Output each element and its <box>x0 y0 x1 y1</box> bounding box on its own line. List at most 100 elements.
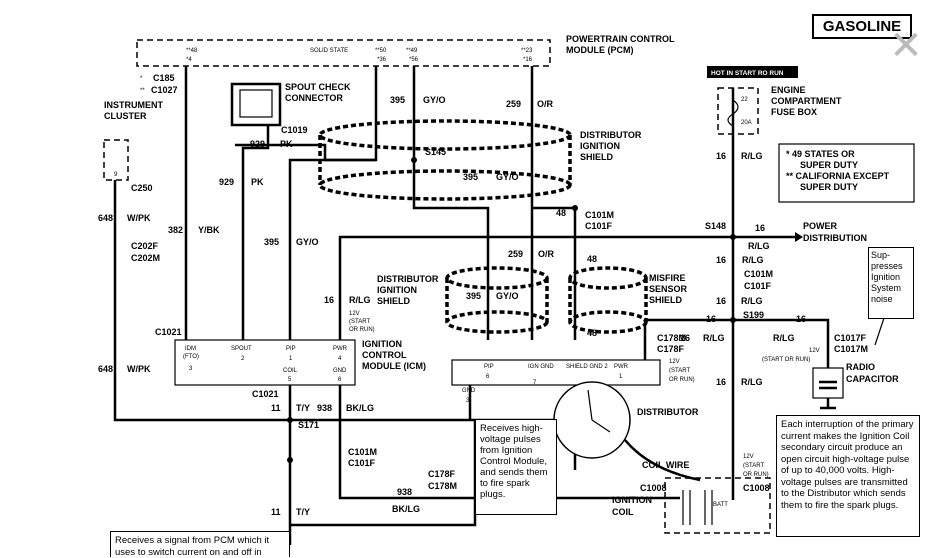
hot-label: HOT IN START RO RUN <box>711 70 784 77</box>
legend-line: SUPER DUTY <box>800 160 858 170</box>
svg-text:6: 6 <box>486 374 490 380</box>
fuse-box-label: COMPARTMENT <box>771 96 842 106</box>
svg-text:938: 938 <box>317 403 332 413</box>
interruption-note: Each interruption of the primary current… <box>776 415 920 537</box>
start-run-label: 12V <box>743 454 754 460</box>
svg-text:395: 395 <box>466 291 481 301</box>
legend-line: SUPER DUTY <box>800 182 858 192</box>
svg-text:16: 16 <box>716 377 726 387</box>
connector-label: C250 <box>131 183 153 193</box>
svg-text:PWR: PWR <box>333 346 348 352</box>
svg-text:SPOUT: SPOUT <box>231 346 252 352</box>
svg-text:C101F: C101F <box>744 281 772 291</box>
pcm-pin: **23 <box>521 48 533 54</box>
coil-label: COIL <box>612 507 634 517</box>
spout-check-connector <box>230 82 282 127</box>
svg-text:648: 648 <box>98 213 113 223</box>
icm-label: IGNITION <box>362 339 402 349</box>
pcm-signal-note: Receives a signal from PCM which it uses… <box>110 531 290 558</box>
svg-text:C178M: C178M <box>428 481 457 491</box>
svg-text:T/Y: T/Y <box>296 403 310 413</box>
svg-text:PK: PK <box>280 139 293 149</box>
svg-text:C1017M: C1017M <box>834 344 868 354</box>
coil-label: IGNITION <box>612 495 652 505</box>
svg-text:C1008: C1008 <box>640 483 667 493</box>
svg-text:1: 1 <box>619 374 623 380</box>
svg-text:C178F: C178F <box>657 344 685 354</box>
svg-text:11: 11 <box>271 403 281 413</box>
close-icon: ✕ <box>889 24 923 68</box>
svg-text:395: 395 <box>463 172 478 182</box>
spout-label-1: SPOUT CHECK <box>285 82 351 92</box>
svg-text:GY/O: GY/O <box>423 95 446 105</box>
svg-text:3: 3 <box>189 366 193 372</box>
connector-label: C202F <box>131 241 159 251</box>
svg-text:48: 48 <box>587 254 597 264</box>
fuse-box-label: ENGINE <box>771 85 806 95</box>
svg-text:16: 16 <box>706 314 716 324</box>
svg-text:IDM: IDM <box>185 346 196 352</box>
high-voltage-note: Receives high-voltage pulses from Igniti… <box>475 419 557 515</box>
svg-text:PWR: PWR <box>614 364 629 370</box>
cluster-pin: 9 <box>114 172 118 178</box>
svg-text:R/LG: R/LG <box>741 296 763 306</box>
fuse-box-label: FUSE BOX <box>771 107 817 117</box>
svg-text:R/LG: R/LG <box>741 151 763 161</box>
arrow-right-icon <box>795 232 803 242</box>
svg-text:C101M: C101M <box>744 269 773 279</box>
fuse-amps: 20A <box>741 120 752 126</box>
shield-top <box>318 119 572 201</box>
svg-text:PK: PK <box>251 177 264 187</box>
svg-text:O/R: O/R <box>537 99 554 109</box>
svg-text:16: 16 <box>716 296 726 306</box>
close-button[interactable]: ✕ <box>886 26 926 66</box>
svg-text:C1008: C1008 <box>743 483 770 493</box>
splice-labels: S145 C101M C101F S148 C101M C101F S199 C… <box>155 147 868 493</box>
radio-cap-label: CAPACITOR <box>846 374 899 384</box>
connector-label: C1027 <box>151 85 178 95</box>
svg-text:938: 938 <box>397 487 412 497</box>
start-run-label: (START <box>743 463 764 469</box>
legend-mark: * <box>140 76 143 82</box>
svg-text:IGN GND: IGN GND <box>528 364 554 370</box>
shield-mid-label: DISTRIBUTOR <box>377 274 439 284</box>
svg-text:BK/LG: BK/LG <box>346 403 374 413</box>
start-run-label: OR RUN) <box>743 472 769 478</box>
svg-text:C1021: C1021 <box>155 327 182 337</box>
svg-text:16: 16 <box>324 295 334 305</box>
shield-mid-label: SHIELD <box>377 296 411 306</box>
icm-label: MODULE (ICM) <box>362 361 426 371</box>
svg-text:S199: S199 <box>743 310 764 320</box>
start-run-label: OR RUN) <box>349 327 375 333</box>
svg-text:Y/BK: Y/BK <box>198 225 220 235</box>
pcm-pin: **50 <box>375 48 387 54</box>
fuse-box <box>717 87 759 135</box>
svg-text:648: 648 <box>98 364 113 374</box>
svg-text:GND: GND <box>333 368 347 374</box>
svg-text:R/LG: R/LG <box>742 255 764 265</box>
svg-text:C178M: C178M <box>657 333 686 343</box>
pcm-title-2: MODULE (PCM) <box>566 45 634 55</box>
shield-mid-label: IGNITION <box>377 285 417 295</box>
svg-text:16: 16 <box>680 333 690 343</box>
cluster-label-1: INSTRUMENT <box>104 100 163 110</box>
svg-text:O/R: O/R <box>538 249 555 259</box>
icm-label: CONTROL <box>362 350 407 360</box>
instrument-cluster-box <box>103 139 129 181</box>
svg-text:W/PK: W/PK <box>127 213 151 223</box>
svg-text:16: 16 <box>755 223 765 233</box>
svg-text:C101F: C101F <box>585 221 613 231</box>
start-run-label: 12V <box>669 359 680 365</box>
svg-text:48: 48 <box>587 328 597 338</box>
svg-text:7: 7 <box>533 380 537 386</box>
hot-label-bg <box>707 66 798 78</box>
shield-mid <box>445 266 648 334</box>
pcm-pin: *4 <box>186 57 192 63</box>
svg-text:R/LG: R/LG <box>773 333 795 343</box>
svg-text:R/LG: R/LG <box>741 377 763 387</box>
icm-box <box>174 339 356 386</box>
coil-wire-label: COIL WIRE <box>642 460 689 470</box>
svg-text:1: 1 <box>289 356 293 362</box>
fuse <box>727 99 739 127</box>
legend-box <box>778 143 915 203</box>
